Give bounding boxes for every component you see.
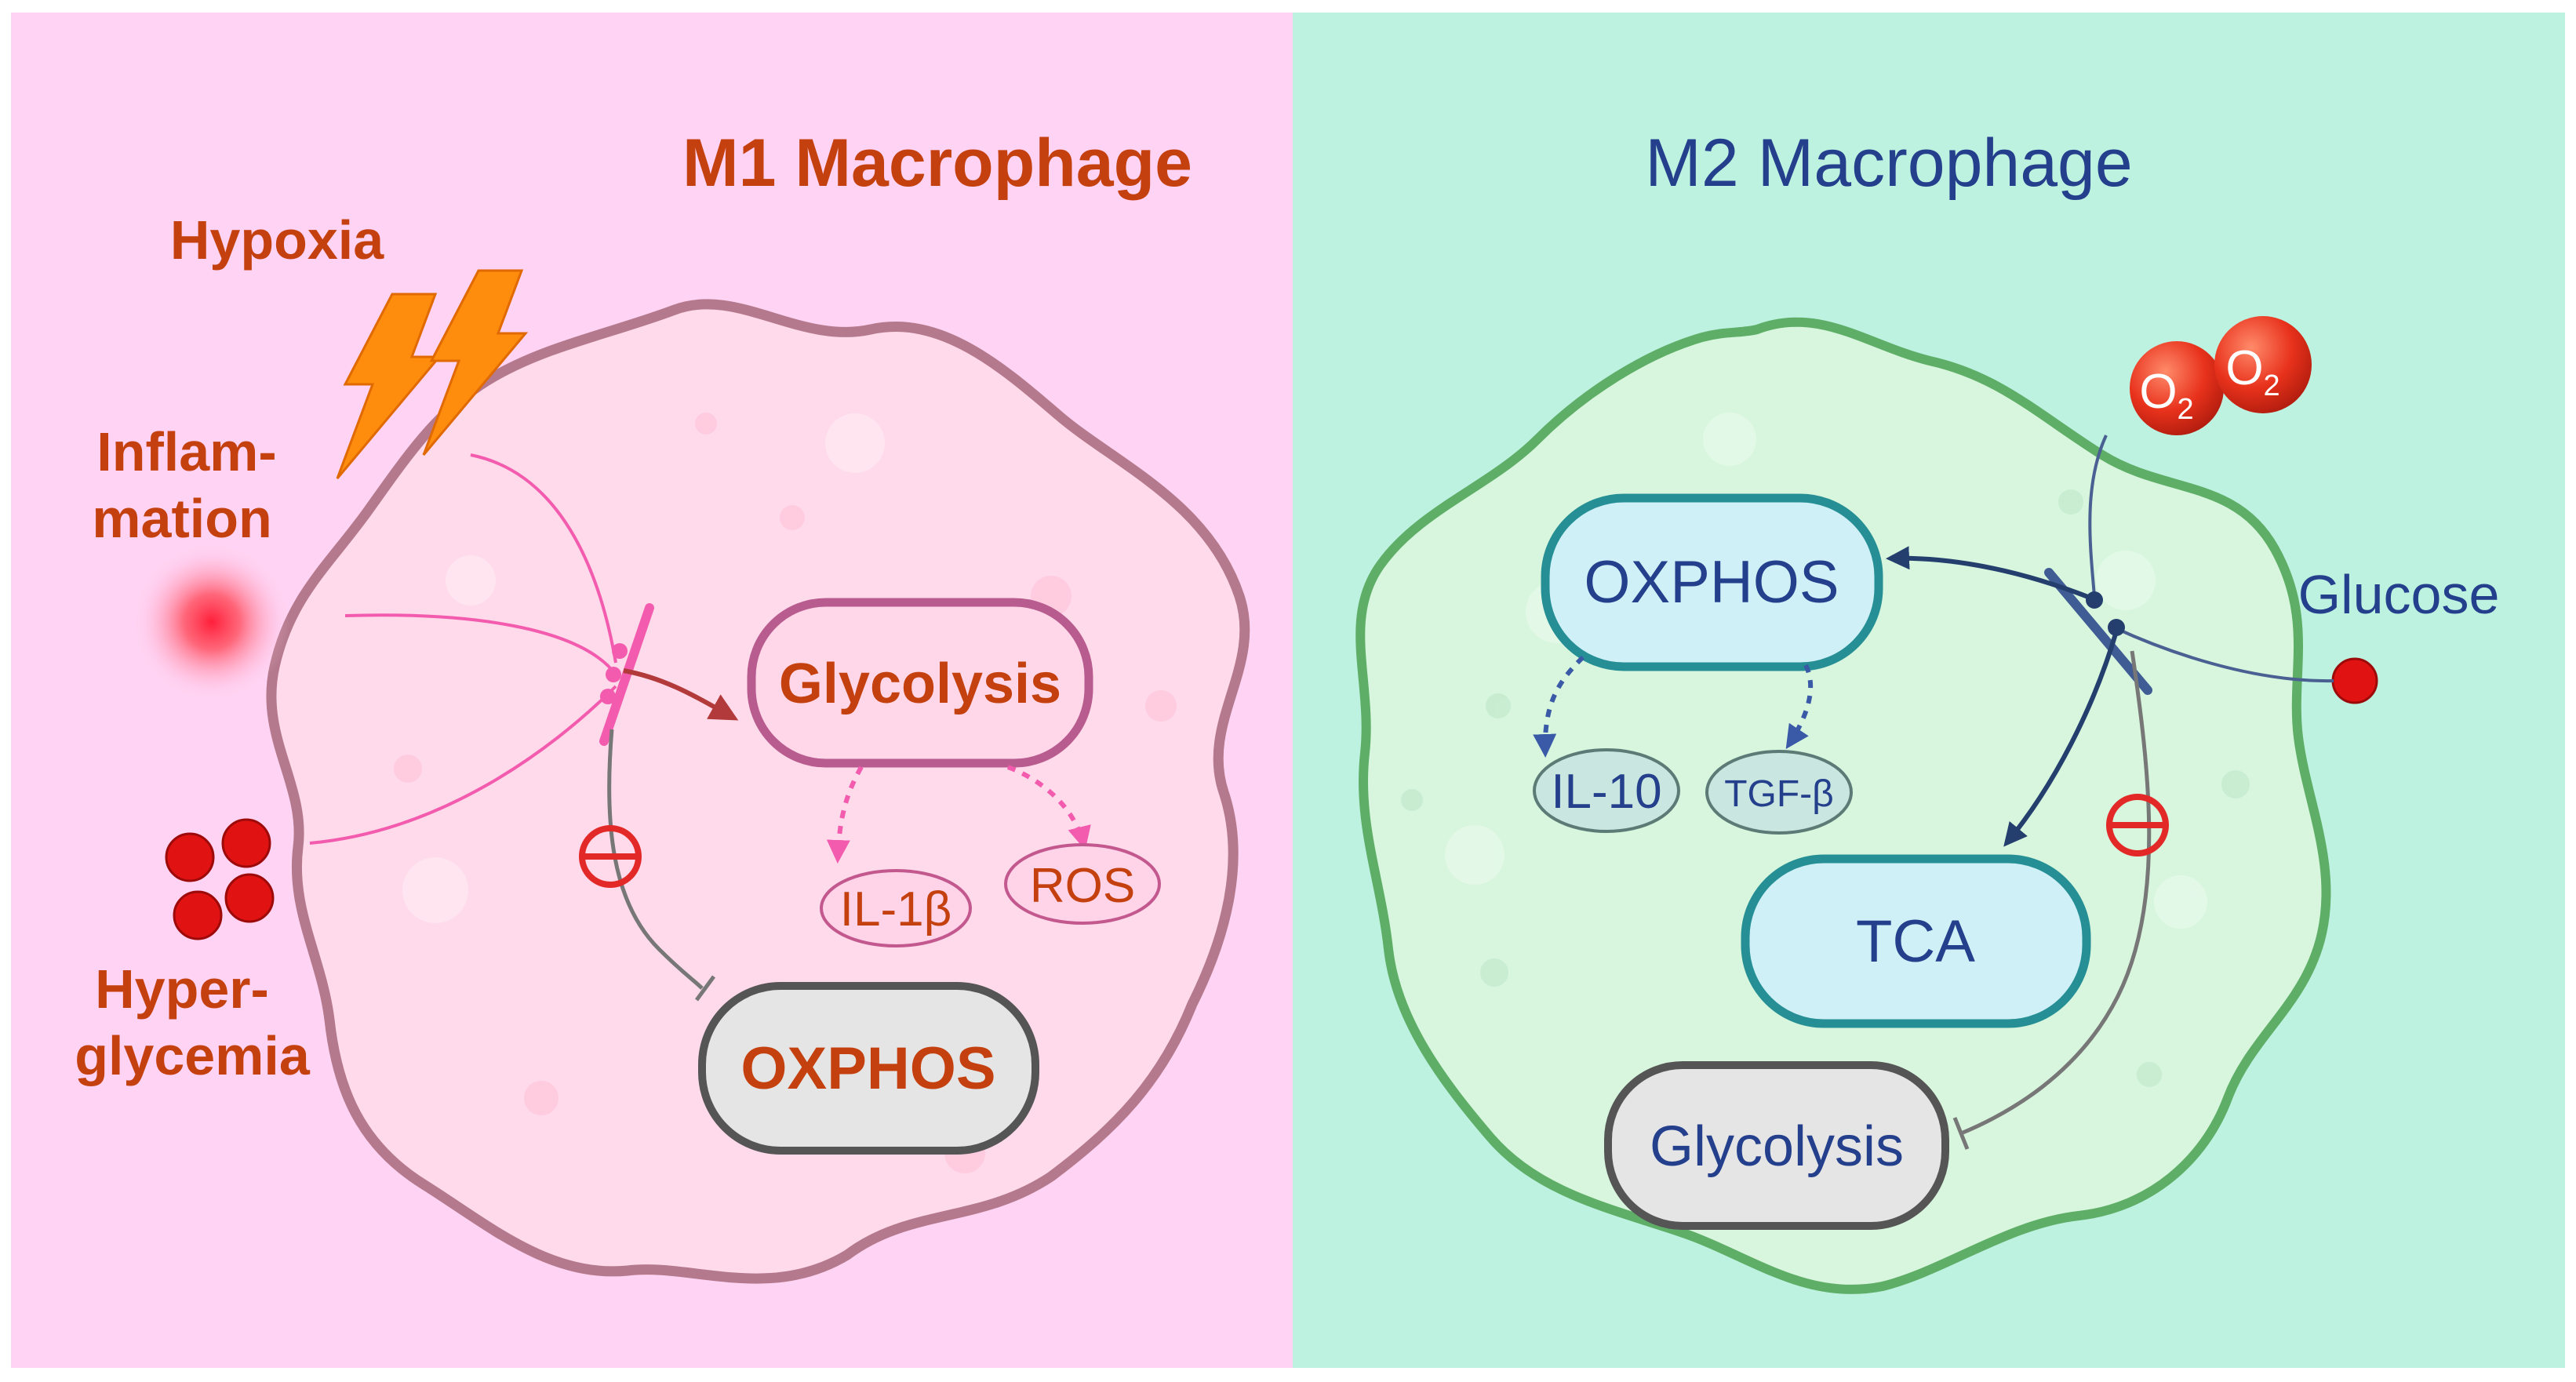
inflammation-glow-icon [133, 544, 290, 700]
m2-inhibitor-icon [2106, 794, 2169, 856]
hyperglycemia-label-line2: glycemia [75, 1025, 311, 1086]
m1-arrow-to-glycolysis [623, 668, 739, 721]
o2-bubble-2: O2 [2214, 316, 2312, 413]
hypoxia-label: Hypoxia [170, 209, 384, 271]
ros-node [1004, 843, 1161, 925]
m2-title: M2 Macrophage [1645, 125, 2132, 201]
m2-receptor-bar [2044, 568, 2152, 695]
m1-glycolysis-label: Glycolysis [779, 653, 1061, 715]
m1-title: M1 Macrophage [682, 125, 1192, 201]
glucose-cluster-icon [165, 818, 275, 940]
m2-arrow-to-il10 [1533, 655, 1585, 758]
svg-text:O2: O2 [2225, 341, 2279, 402]
tca-node [1741, 854, 2091, 1028]
il1b-node [820, 869, 972, 947]
glucose-dot-icon [2331, 657, 2378, 704]
m1-cell-vesicles [394, 413, 1177, 1173]
glucose-label: Glucose [2298, 564, 2500, 625]
m2-glycolysis-label: Glycolysis [1650, 1115, 1904, 1178]
m1-arrow-to-ros [1006, 765, 1091, 850]
m1-receptor-nodes [600, 643, 628, 704]
m2-oxphos-label: OXPHOS [1584, 549, 1839, 616]
m2-inhibition-bar [1952, 1117, 1970, 1150]
il10-label: IL-10 [1551, 765, 1661, 819]
inflammation-label-line2: mation [92, 488, 271, 549]
ros-label: ROS [1030, 859, 1135, 913]
lightning-icon [336, 269, 529, 479]
m1-arrow-to-il1b [826, 766, 864, 864]
il1b-label: IL-1β [840, 882, 952, 936]
o2-bubble-1: O2 [2130, 341, 2224, 435]
inflammation-label-line1: Inflam- [96, 421, 276, 482]
m1-glycolysis-node [747, 598, 1093, 768]
tca-label: TCA [1856, 908, 1975, 975]
o2-symbol: O [2139, 365, 2177, 419]
m1-inhibition-bar [694, 975, 716, 1002]
m1-oxphos-node [698, 982, 1039, 1155]
il10-node [1533, 748, 1680, 833]
hyperglycemia-label-line1: Hyper- [95, 958, 269, 1020]
m1-inhibition-line [607, 729, 704, 990]
o2-subscript: 2 [2178, 393, 2194, 426]
m2-arrow-to-tca [2003, 631, 2119, 847]
m2-glycolysis-node [1604, 1061, 1949, 1230]
o2-symbol: O [2225, 341, 2263, 395]
tgfb-label: TGF-β [1724, 773, 1834, 815]
m1-receptor-bar [599, 603, 654, 746]
m1-stimulus-lines [309, 453, 617, 845]
m2-inhibition-line [1960, 650, 2152, 1136]
m2-oxphos-node [1541, 493, 1883, 671]
m2-arrow-to-oxphos [1886, 546, 2098, 602]
tgfb-node [1705, 750, 1853, 835]
m2-input-lines [2088, 435, 2334, 683]
o2-subscript: 2 [2264, 369, 2280, 402]
m1-inhibitor-icon [579, 825, 642, 888]
svg-text:O2: O2 [2139, 365, 2193, 426]
m1-oxphos-label: OXPHOS [740, 1035, 995, 1102]
